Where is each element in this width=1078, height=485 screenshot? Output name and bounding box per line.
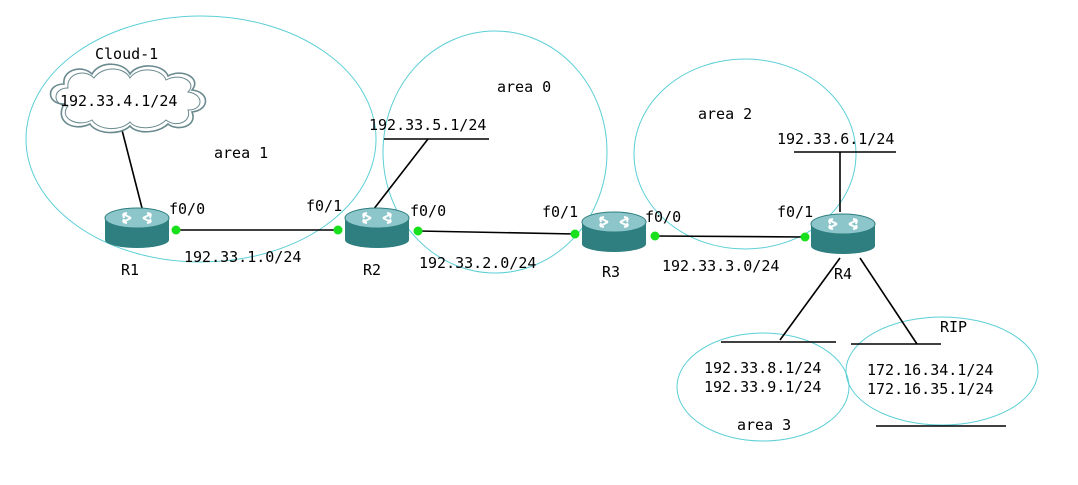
router-r1[interactable] — [104, 207, 170, 249]
cloud-name: Cloud-1 — [95, 45, 158, 63]
router-r4-label: R4 — [834, 265, 852, 283]
port-dot-r1-f00 — [171, 225, 181, 235]
router-r1-label: R1 — [121, 261, 139, 279]
rip-ip-2: 172.16.35.1/24 — [867, 380, 993, 398]
port-dot-r2-f00 — [413, 226, 423, 236]
r3-f01-label: f0/1 — [542, 203, 578, 221]
area-2-label: area 2 — [698, 105, 752, 123]
labels: Cloud-1 192.33.4.1/24 area 1 area 0 area… — [60, 45, 993, 434]
cloud-ip: 192.33.4.1/24 — [60, 92, 177, 110]
links — [121, 129, 1006, 427]
link-r3-r4 — [654, 235, 806, 238]
link-r2-r3 — [417, 230, 576, 235]
area-0-label: area 0 — [497, 78, 551, 96]
port-dots — [171, 225, 810, 242]
router-r2-label: R2 — [363, 261, 381, 279]
r2-lan-ip: 192.33.5.1/24 — [369, 116, 486, 134]
area-2-boundary — [633, 58, 857, 250]
rip-ip-1: 172.16.34.1/24 — [867, 361, 993, 379]
area-circles — [25, 15, 1039, 442]
link-r4-area3 — [779, 257, 841, 341]
r4-f01-label: f0/1 — [777, 203, 813, 221]
link-r2-lan — [372, 138, 429, 211]
port-dot-r3-f00 — [650, 231, 660, 241]
area-0-boundary — [382, 30, 608, 274]
r2-f00-label: f0/0 — [410, 202, 446, 220]
r4-lan-ip: 192.33.6.1/24 — [777, 130, 894, 148]
rip-boundary — [845, 316, 1039, 426]
rip-label: RIP — [940, 318, 967, 336]
port-dot-r3-f01 — [570, 229, 580, 239]
link-r1-r2-subnet: 192.33.1.0/24 — [184, 248, 301, 266]
port-dot-r2-f01 — [333, 225, 343, 235]
port-dot-r4-f01 — [800, 232, 810, 242]
link-r4-rip — [859, 257, 918, 345]
r3-f00-label: f0/0 — [645, 208, 681, 226]
r2-f01-label: f0/1 — [306, 197, 342, 215]
router-r3[interactable] — [581, 211, 647, 253]
link-r2-r3-subnet: 192.33.2.0/24 — [419, 254, 536, 272]
cloud-icon[interactable] — [49, 63, 207, 134]
area-1-boundary — [25, 15, 377, 263]
area3-ip-1: 192.33.8.1/24 — [704, 359, 821, 377]
area3-ip-2: 192.33.9.1/24 — [704, 378, 821, 396]
r1-f00-label: f0/0 — [169, 200, 205, 218]
link-r3-r4-subnet: 192.33.3.0/24 — [662, 257, 779, 275]
area-3-boundary — [676, 332, 850, 442]
router-r3-label: R3 — [602, 263, 620, 281]
link-r1-cloud — [121, 129, 143, 209]
router-r4[interactable] — [810, 213, 876, 255]
area-3-label: area 3 — [737, 416, 791, 434]
area-1-label: area 1 — [214, 144, 268, 162]
router-r2[interactable] — [344, 207, 410, 249]
